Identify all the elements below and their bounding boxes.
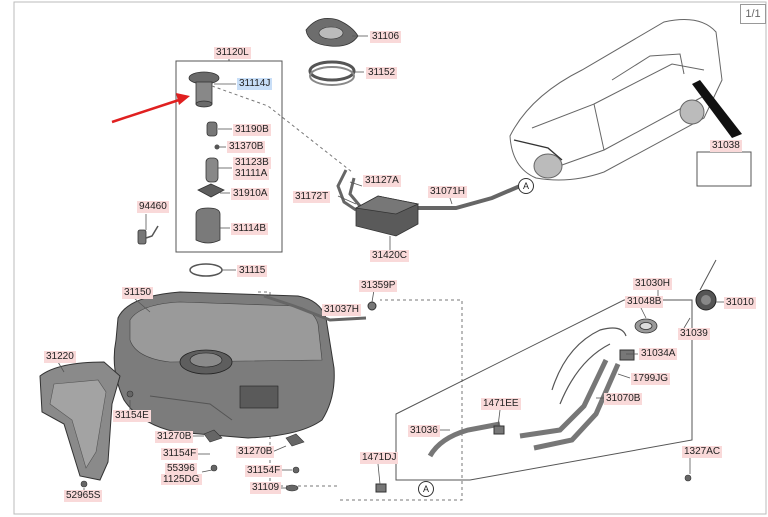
part-label-31123B[interactable]: 31123B xyxy=(233,157,271,169)
part-label-31270B-left[interactable]: 31270B xyxy=(155,431,194,443)
vent-tube xyxy=(263,294,367,322)
filler-neck-head xyxy=(634,318,658,334)
part-label-31109[interactable]: 31109 xyxy=(250,482,282,494)
part-label-1471DJ[interactable]: 1471DJ xyxy=(360,452,399,464)
part-label-31071H[interactable]: 31071H xyxy=(428,186,468,198)
fuel-cap xyxy=(695,289,717,311)
filler-neck xyxy=(427,358,621,458)
part-label-94460[interactable]: 94460 xyxy=(137,201,169,213)
vehicle-illustration xyxy=(509,19,723,181)
part-label-31010[interactable]: 31010 xyxy=(724,297,756,309)
part-label-31154F-left[interactable]: 31154F xyxy=(161,448,199,460)
filler-neck-outline xyxy=(551,327,627,405)
part-label-31039[interactable]: 31039 xyxy=(678,328,710,340)
o-ring xyxy=(189,263,223,277)
part-label-31114J[interactable]: 31114J xyxy=(237,78,273,90)
filler-assembly-box xyxy=(395,299,693,481)
part-label-31036[interactable]: 31036 xyxy=(408,425,440,437)
fuel-pump-bracket xyxy=(197,183,225,198)
part-label-31037H[interactable]: 31037H xyxy=(322,304,362,316)
part-label-31111A[interactable]: 31111A xyxy=(233,168,270,180)
lock-ring xyxy=(308,60,356,86)
part-label-31910A[interactable]: 31910A xyxy=(231,188,270,200)
vehicle-pointer xyxy=(692,80,742,138)
part-label-31190B[interactable]: 31190B xyxy=(233,124,271,136)
part-label-1799JG[interactable]: 1799JG xyxy=(631,373,671,385)
leader-lines xyxy=(57,35,725,492)
part-label-31114B[interactable]: 31114B xyxy=(231,223,268,235)
fuel-tank xyxy=(113,291,335,439)
part-label-31070B[interactable]: 31070B xyxy=(604,393,643,405)
part-label-52965S[interactable]: 52965S xyxy=(64,490,103,502)
label-plate-box xyxy=(696,151,752,187)
ref-circle-a: A xyxy=(418,481,434,497)
dashed-leader xyxy=(211,85,353,173)
part-label-31152[interactable]: 31152 xyxy=(366,67,398,79)
heat-shield xyxy=(39,361,121,481)
tank-cover-gasket xyxy=(305,17,359,47)
canister xyxy=(354,195,420,237)
part-label-31370B[interactable]: 31370B xyxy=(227,141,266,153)
part-label-31150[interactable]: 31150 xyxy=(122,287,154,299)
part-label-31420C[interactable]: 31420C xyxy=(370,250,410,262)
pressure-sensor xyxy=(137,225,159,245)
fasteners xyxy=(80,390,692,492)
part-label-31048B[interactable]: 31048B xyxy=(625,296,664,308)
diagram-frame xyxy=(13,1,767,515)
part-label-31106[interactable]: 31106 xyxy=(370,31,402,43)
small-clip xyxy=(375,425,505,493)
fuel-strainer xyxy=(195,207,221,244)
fuel-filter xyxy=(206,121,218,137)
part-label-31154E[interactable]: 31154E xyxy=(113,410,151,422)
fuel-sender xyxy=(205,157,219,183)
page-indicator: 1/1 xyxy=(740,4,766,24)
clip xyxy=(367,301,377,311)
part-label-31038[interactable]: 31038 xyxy=(710,140,742,152)
part-label-1471EE[interactable]: 1471EE xyxy=(481,398,521,410)
red-pointer-arrow xyxy=(111,93,190,124)
part-label-31034A[interactable]: 31034A xyxy=(639,348,678,360)
part-label-31127A[interactable]: 31127A xyxy=(363,175,401,187)
part-label-31030H[interactable]: 31030H xyxy=(633,278,673,290)
dashed-leader xyxy=(340,299,463,501)
part-label-55396[interactable]: 55396 xyxy=(165,463,197,474)
bracket xyxy=(619,349,635,361)
small-bolt xyxy=(214,144,220,150)
part-label-31359P[interactable]: 31359P xyxy=(359,280,398,292)
cap-tether xyxy=(699,259,717,291)
part-label-1327AC[interactable]: 1327AC xyxy=(682,446,723,458)
part-label-31120L[interactable]: 31120L xyxy=(214,47,251,59)
canister-hoses xyxy=(336,169,521,212)
part-label-31154F-right[interactable]: 31154F xyxy=(245,465,283,477)
part-label-31115[interactable]: 31115 xyxy=(237,265,268,277)
ref-circle-a: A xyxy=(518,178,534,194)
part-label-1125DG[interactable]: 1125DG xyxy=(161,474,202,485)
fuel-pump-flange xyxy=(188,71,220,108)
part-label-31270B-right[interactable]: 31270B xyxy=(236,446,275,458)
part-label-31172T[interactable]: 31172T xyxy=(293,191,331,203)
part-label-31220[interactable]: 31220 xyxy=(44,351,76,363)
